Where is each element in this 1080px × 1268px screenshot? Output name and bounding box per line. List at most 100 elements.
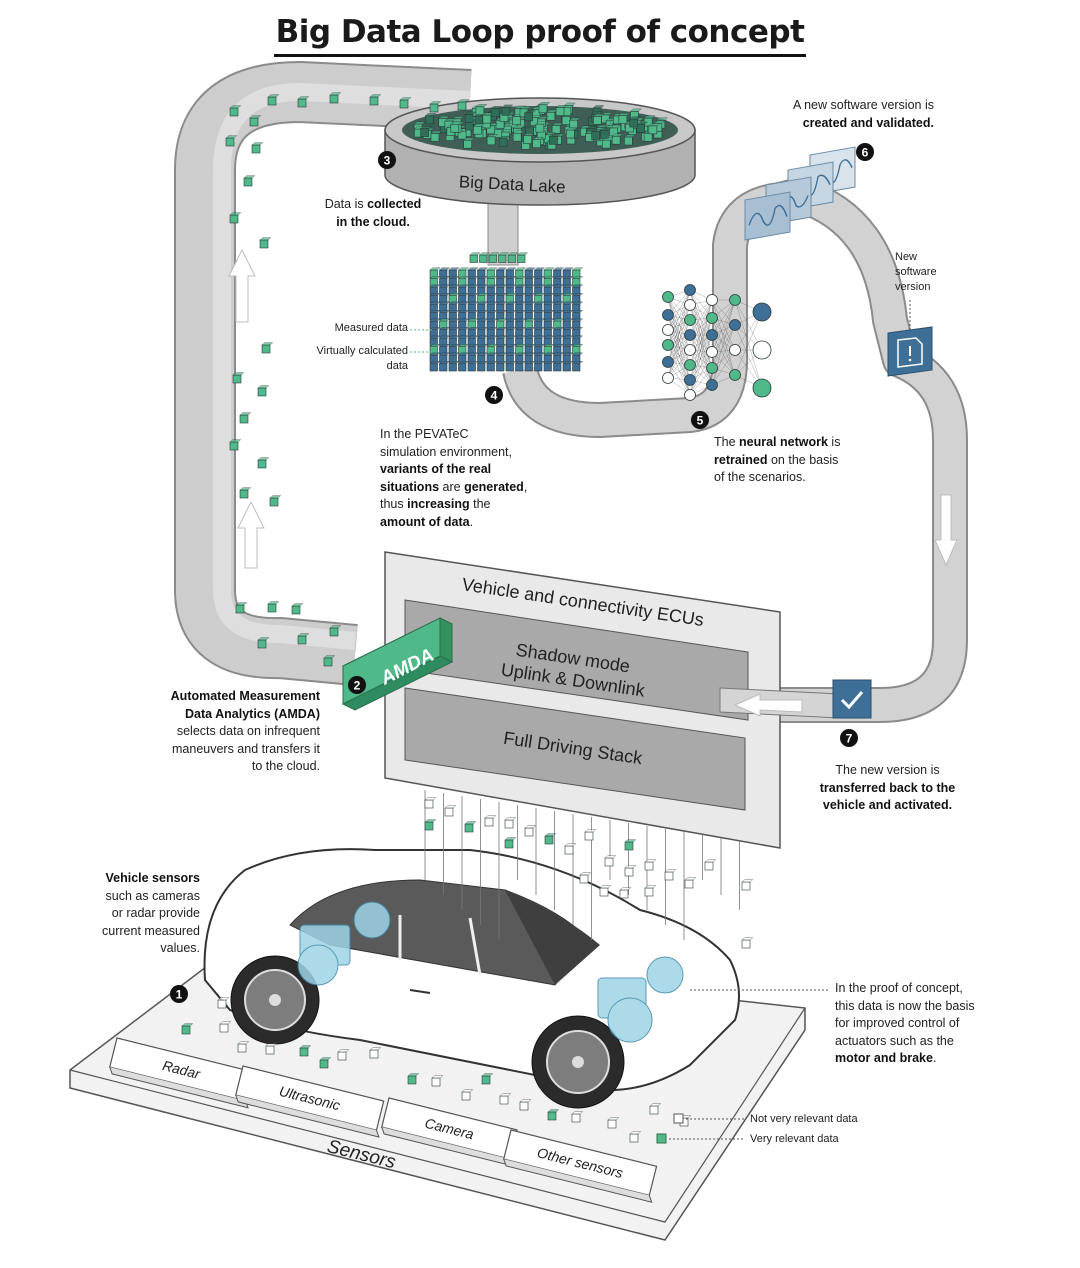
sim-cube xyxy=(514,310,527,321)
sensor-box-radar: Radar xyxy=(109,1037,254,1109)
data-cube xyxy=(484,815,497,827)
data-cube xyxy=(741,879,754,891)
sim-cube xyxy=(486,276,498,287)
data-cube xyxy=(291,603,304,615)
data-cube xyxy=(579,872,592,884)
lake-cube xyxy=(555,104,568,116)
sim-cube xyxy=(486,361,498,372)
sim-cube xyxy=(429,361,441,372)
lake-cube xyxy=(531,137,545,148)
svg-text:1: 1 xyxy=(176,988,183,1002)
data-legend xyxy=(656,1113,745,1144)
lake-cube xyxy=(438,115,451,127)
lake-cube xyxy=(591,128,604,140)
validation-panels xyxy=(744,146,856,241)
sim-cube xyxy=(467,293,479,304)
sim-cube xyxy=(448,267,460,278)
data-cube xyxy=(337,1049,350,1061)
lake-cube xyxy=(419,125,433,137)
step-marker-3: 3 xyxy=(378,151,396,169)
lake-cube xyxy=(592,113,605,125)
sim-cube xyxy=(457,318,470,329)
lake-cube xyxy=(501,104,514,116)
data-cube xyxy=(684,877,697,889)
data-cube xyxy=(584,829,597,841)
arrow-up-icon xyxy=(237,500,265,569)
data-cube xyxy=(265,1043,278,1055)
data-cube xyxy=(481,1073,494,1085)
data-cube xyxy=(624,865,637,877)
sim-cube xyxy=(495,284,508,295)
sim-cube xyxy=(457,352,470,363)
lake-cube xyxy=(522,133,536,145)
sim-cube xyxy=(543,335,555,346)
nn-node xyxy=(684,359,696,371)
lake-cube xyxy=(538,102,551,114)
data-cube xyxy=(544,833,557,845)
data-cube xyxy=(644,885,657,897)
annotation-step-5: The neural network is retrained on the b… xyxy=(714,435,841,484)
step-marker-4: 4 xyxy=(485,386,503,404)
sim-cube xyxy=(552,318,565,329)
software-version-icon xyxy=(887,326,933,377)
nn-node xyxy=(684,329,696,341)
data-cube xyxy=(644,859,657,871)
sim-cube xyxy=(516,252,529,263)
data-cube xyxy=(649,1103,662,1115)
nn-node xyxy=(706,294,718,306)
sim-cube xyxy=(524,267,536,278)
data-cube xyxy=(629,1131,642,1143)
data-cube xyxy=(257,457,270,469)
sim-cube xyxy=(438,361,451,372)
nn-node xyxy=(752,302,772,322)
data-cube xyxy=(229,439,242,451)
sim-cube xyxy=(552,352,565,363)
sim-cube xyxy=(495,318,508,329)
nn-node xyxy=(684,389,696,401)
data-cube xyxy=(424,819,437,831)
data-cube xyxy=(251,142,264,154)
legend-very-relevant: Very relevant data xyxy=(750,1133,839,1145)
lake-cube xyxy=(643,115,656,127)
lake-cube xyxy=(629,116,642,128)
sim-cube xyxy=(457,361,470,372)
sim-cube xyxy=(571,361,584,372)
sim-cube xyxy=(505,335,517,346)
nn-node xyxy=(684,314,696,326)
sim-cube xyxy=(429,318,441,329)
data-cubes xyxy=(181,92,754,1143)
data-cube xyxy=(619,887,632,899)
data-cube xyxy=(424,797,437,809)
nn-node xyxy=(662,309,674,321)
sim-cube xyxy=(533,361,546,372)
sim-cube xyxy=(476,327,489,338)
sim-cube xyxy=(571,318,584,329)
sim-cube xyxy=(533,335,546,346)
data-cube xyxy=(319,1057,332,1069)
sim-cube xyxy=(476,310,489,321)
data-cube xyxy=(607,1117,620,1129)
data-cube xyxy=(431,1075,444,1087)
data-cube xyxy=(407,1073,420,1085)
data-cube xyxy=(444,805,457,817)
svg-text:6: 6 xyxy=(862,146,869,160)
sim-cube xyxy=(486,327,498,338)
arrow-down-icon xyxy=(934,494,958,567)
data-cube xyxy=(664,869,677,881)
lake-cube xyxy=(611,133,624,145)
sim-cube xyxy=(429,344,441,355)
sim-cube xyxy=(552,361,565,372)
sim-cube xyxy=(533,284,546,295)
checkmark-icon xyxy=(832,679,872,719)
data-cube xyxy=(181,1023,194,1035)
data-cube xyxy=(232,372,245,384)
step-marker-1: 1 xyxy=(170,985,188,1003)
sim-cube xyxy=(495,352,508,363)
sim-cube xyxy=(448,310,460,321)
data-cube xyxy=(524,825,537,837)
data-cube xyxy=(704,859,717,871)
sim-cube xyxy=(486,284,498,295)
